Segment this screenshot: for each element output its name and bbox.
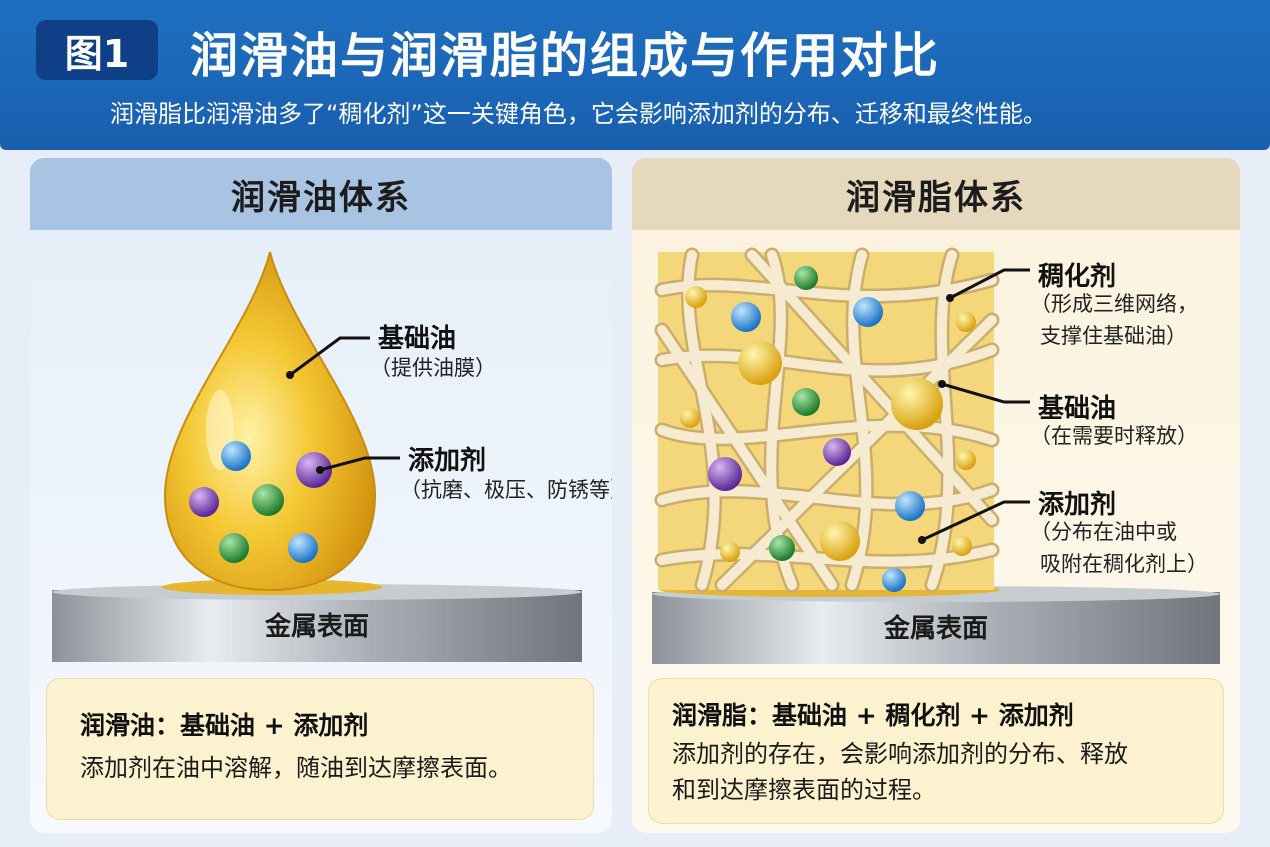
grease-summary-formula: 润滑脂：基础油 + 稠化剂 + 添加剂 [672, 701, 1074, 730]
base-oil-droplet [680, 408, 700, 428]
figure-subtitle: 润滑脂比润滑油多了“稠化剂”这一关键角色，它会影响添加剂的分布、迁移和最终性能。 [110, 100, 1047, 128]
grease-metal-surface-label: 金属表面 [883, 613, 988, 644]
thickener-fibers [654, 247, 1000, 593]
grease-summary-box: 润滑脂：基础油 + 稠化剂 + 添加剂 添加剂的存在，会影响添加剂的分布、释放 … [648, 678, 1224, 824]
grease-panel-body: 稠化剂 （形成三维网络， 支撑住基础油） 基础油 （在需要时释放） 添加剂 （分… [632, 230, 1240, 833]
base-oil-droplet [685, 286, 707, 308]
base-oil-droplet [956, 450, 976, 470]
additive-particle [853, 297, 883, 327]
additive-particle [792, 388, 820, 416]
grease-system-panel: 润滑脂体系 [632, 158, 1240, 833]
additive-particle [708, 457, 742, 491]
oil-summary-box: 润滑油：基础油 + 添加剂 添加剂在油中溶解，随油到达摩擦表面。 [46, 678, 594, 820]
thickener-label: 稠化剂 [1038, 262, 1117, 292]
figure-badge: 图1 [36, 20, 158, 80]
additive-particle [769, 535, 795, 561]
oil-base-oil-label: 基础油 [378, 324, 457, 354]
base-oil-droplet [952, 536, 972, 556]
oil-drop-illustration [52, 251, 582, 662]
grease-additive-desc-line2: 吸附在稠化剂上） [1040, 552, 1208, 576]
base-oil-leader-line [289, 336, 370, 377]
oil-summary-desc: 添加剂在油中溶解，随油到达摩擦表面。 [80, 754, 512, 782]
grease-additive-leader-line [921, 500, 1030, 542]
grease-additive-desc-line1: （分布在油中或 [1030, 520, 1177, 544]
metal-plate-shape [652, 592, 1220, 664]
grease-base-oil-desc: （在需要时释放） [1030, 424, 1198, 448]
grease-summary-desc-line2: 和到达摩擦表面的过程。 [672, 776, 936, 804]
oil-system-panel: 润滑油体系 [30, 158, 612, 833]
metal-plate-shape [52, 590, 582, 662]
thickener-desc-line1: （形成三维网络， [1030, 292, 1198, 316]
grease-network-illustration [652, 247, 1220, 664]
grease-summary-desc-line1: 添加剂的存在，会影响添加剂的分布、释放 [672, 740, 1128, 768]
oil-drop-shape [163, 251, 377, 592]
header-banner: 图1 润滑油与润滑脂的组成与作用对比 润滑脂比润滑油多了“稠化剂”这一关键角色，… [0, 0, 1270, 150]
additive-particle [895, 491, 925, 521]
base-oil-droplet [720, 542, 740, 562]
oil-metal-surface-label: 金属表面 [264, 611, 369, 642]
additive-particle [882, 568, 906, 592]
oil-panel-title: 润滑油体系 [30, 158, 612, 230]
oil-base-oil-desc: （提供油膜） [370, 356, 496, 380]
additive-particle [221, 441, 251, 471]
additive-particle [731, 302, 761, 332]
oil-panel-body: 基础油 （提供油膜） 添加剂 （抗磨、极压、防锈等） 金属表面 润滑油：基础油 … [30, 230, 612, 833]
base-oil-droplet [891, 378, 943, 430]
grease-base-oil-leader-line [941, 382, 1030, 404]
grease-base-oil-label: 基础油 [1038, 394, 1117, 424]
grease-panel-title: 润滑脂体系 [632, 158, 1240, 230]
additive-particle [189, 487, 219, 517]
base-oil-droplet [820, 521, 860, 561]
oil-additive-label: 添加剂 [408, 446, 487, 476]
base-oil-droplet [956, 312, 976, 332]
additive-particle [823, 438, 851, 466]
additive-particle [296, 452, 332, 488]
additive-leader-line [319, 456, 400, 472]
base-oil-droplet [738, 341, 782, 385]
thickener-leader-line [949, 268, 1030, 300]
oil-summary-formula: 润滑油：基础油 + 添加剂 [80, 711, 369, 740]
additive-particle [219, 533, 249, 563]
oil-additive-desc: （抗磨、极压、防锈等） [400, 478, 612, 502]
figure-title: 润滑油与润滑脂的组成与作用对比 [190, 28, 941, 84]
additive-particle [288, 533, 318, 563]
additive-particle [794, 266, 818, 290]
additive-particle [252, 484, 284, 516]
grease-additive-label: 添加剂 [1038, 490, 1117, 520]
thickener-desc-line2: 支撑住基础油） [1040, 324, 1187, 348]
